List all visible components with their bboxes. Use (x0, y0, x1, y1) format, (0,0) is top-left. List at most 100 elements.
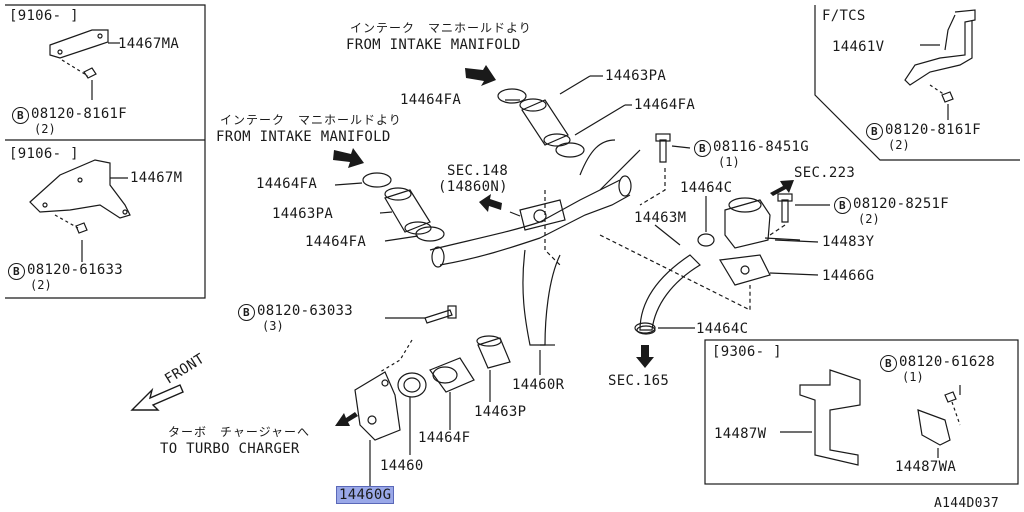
panel-ftcs-border (814, 5, 1020, 161)
qty-63033: (3) (262, 319, 284, 333)
qty-a: (2) (34, 122, 56, 136)
label-14487w: 14487W (714, 426, 767, 442)
arrow-sec223 (770, 180, 794, 196)
bolt-symbol: B (880, 355, 897, 372)
bolt-symbol: B (866, 123, 883, 140)
clamp-upper-a (497, 88, 527, 104)
arrow-intake-upper (465, 65, 496, 86)
note-intake-left-jp: インテーク マニホールドより (220, 113, 402, 127)
arrow-intake-left (333, 148, 364, 168)
panel-a-range: [9106- ] (9, 8, 79, 24)
label-14460g-highlight[interactable]: 14460G (336, 486, 395, 504)
bracket-14467ma (49, 29, 109, 59)
figure-id: A144D037 (934, 496, 1000, 511)
bolt-8251f-number: 08120-8251F (853, 196, 950, 212)
hose-14463pa-left (384, 189, 431, 233)
label-14463m: 14463M (634, 210, 687, 226)
label-14461v: 14461V (832, 39, 885, 55)
label-14464fa-left-bottom: 14464FA (305, 234, 367, 250)
panel-b-range: [9106- ] (9, 146, 79, 162)
arrow-sec148 (479, 194, 502, 212)
valve-14483y (724, 199, 771, 249)
clamp-14464f (429, 357, 475, 393)
bolt-08120-8251 (781, 199, 789, 223)
label-14467m: 14467M (130, 170, 183, 186)
note-intake-upper-en: FROM INTAKE MANIFOLD (346, 37, 521, 53)
note-turbo-jp: ターボ チャージャーへ (168, 425, 311, 439)
qty-08116: (1) (718, 155, 740, 169)
bracket-14467m (29, 159, 131, 219)
bolt-symbol: B (238, 304, 255, 321)
label-14460: 14460 (380, 458, 424, 474)
label-14483y: 14483Y (822, 234, 875, 250)
bracket-14487w (799, 369, 861, 466)
bracket-14461v (904, 9, 976, 86)
flange-14460g (354, 371, 401, 441)
label-14464fa-left-top: 14464FA (256, 176, 318, 192)
label-14464c-lower: 14464C (696, 321, 749, 337)
qty-b: (2) (30, 278, 52, 292)
label-14464c-upper: 14464C (680, 180, 733, 196)
label-14464fa-upper-right: 14464FA (634, 97, 696, 113)
label-14487wa: 14487WA (895, 459, 957, 475)
note-intake-upper-jp: インテーク マニホールドより (350, 21, 532, 35)
bolt-08116 (659, 139, 667, 163)
panel-9306-border (704, 339, 1019, 485)
label-14464fa-upper-left: 14464FA (400, 92, 462, 108)
qty-c: (2) (888, 138, 910, 152)
bolt-symbol: B (12, 107, 29, 124)
bracket-14487wa (917, 409, 951, 446)
arrow-sec165 (636, 345, 654, 368)
note-intake-left-en: FROM INTAKE MANIFOLD (216, 129, 391, 145)
label-14463p: 14463P (474, 404, 527, 420)
bolt-63033-number: 08120-63033 (257, 303, 354, 319)
bolt-symbol: B (834, 197, 851, 214)
label-14464f: 14464F (418, 430, 471, 446)
bolt-symbol: B (694, 140, 711, 157)
clamp-14464c-upper (697, 233, 715, 247)
label-14467ma: 14467MA (118, 36, 180, 52)
note-turbo-en: TO TURBO CHARGER (160, 441, 300, 457)
clamp-upper-b (555, 142, 585, 158)
bolt-a-number: 08120-8161F (31, 106, 128, 122)
clamp-left-b (415, 226, 445, 242)
arrow-front (130, 384, 184, 411)
pipe-14460 (397, 372, 427, 398)
bolt-symbol: B (8, 263, 25, 280)
label-14466g: 14466G (822, 268, 875, 284)
arrow-turbo (335, 412, 358, 426)
bolt-b (75, 222, 88, 234)
note-sec165: SEC.165 (608, 373, 670, 389)
note-sec148: SEC.148 (447, 163, 509, 179)
bolt-d-number: 08120-61628 (899, 354, 996, 370)
qty-d: (1) (902, 370, 924, 384)
hose-14463m (639, 254, 701, 331)
panel-left-border (5, 4, 206, 299)
hose-14463p (477, 337, 511, 369)
bolt-08116-number: 08116-8451G (713, 139, 810, 155)
panel-d-range: [9306- ] (712, 344, 782, 360)
panel-c-range: F/TCS (822, 8, 866, 24)
label-14463pa-left: 14463PA (272, 206, 334, 222)
bolt-b-number: 08120-61633 (27, 262, 124, 278)
note-sec148-sub: (14860N) (438, 179, 508, 195)
label-14460g[interactable]: 14460G (336, 486, 395, 504)
note-sec223: SEC.223 (794, 165, 856, 181)
clamp-left-a (362, 172, 392, 188)
bolt-c-number: 08120-8161F (885, 122, 982, 138)
hose-14463pa-upper (521, 99, 569, 146)
gasket-14466g (719, 254, 771, 286)
pipe-upper (429, 179, 621, 251)
qty-8251f: (2) (858, 212, 880, 226)
bolt-08120-63033 (424, 309, 453, 324)
label-14463pa-upper: 14463PA (605, 68, 667, 84)
